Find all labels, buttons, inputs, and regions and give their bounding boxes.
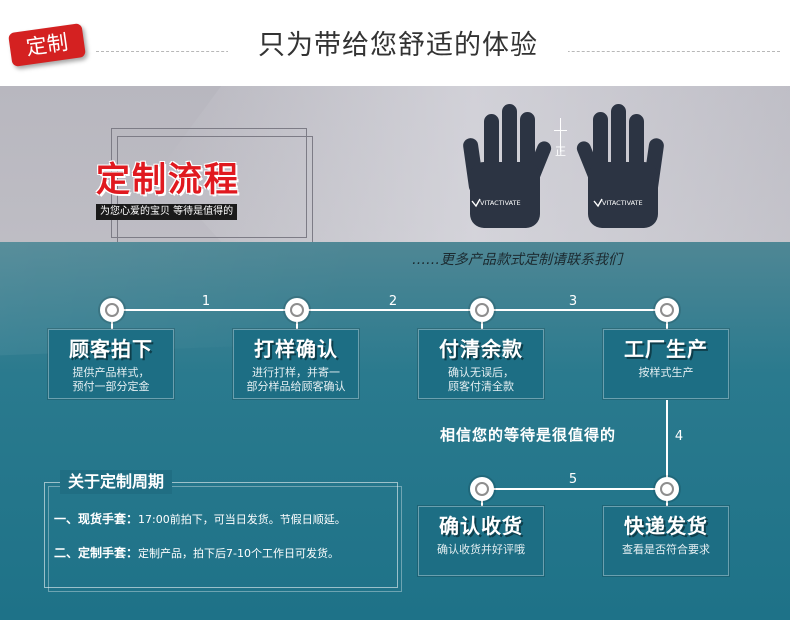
step-description-line: 部分样品给顾客确认 xyxy=(246,380,346,393)
step-title: 付清余款 xyxy=(439,337,523,361)
cycle-item: 二、定制手套：定制产品，拍下后7-10个工作日可发货。 xyxy=(54,544,339,563)
step-number: 4 xyxy=(674,429,684,444)
timeline-node xyxy=(655,298,679,322)
cycle-item-label: 一、现货手套： xyxy=(54,512,139,526)
step-description: 提供产品样式， 预付一部分定金 xyxy=(49,366,173,394)
connector xyxy=(481,322,483,330)
connector xyxy=(666,322,668,330)
timeline-line-bottom xyxy=(482,488,668,490)
cycle-item-label: 二、定制手套： xyxy=(54,546,139,560)
step-description: 确认收货并好评哦 xyxy=(419,543,543,557)
step-description-line: 查看是否符合要求 xyxy=(622,543,710,556)
step-description: 查看是否符合要求 xyxy=(604,543,728,557)
step-title: 工厂生产 xyxy=(624,337,708,361)
timeline-node xyxy=(470,298,494,322)
title-frame xyxy=(111,128,307,238)
step-description-line: 确认无误后， xyxy=(448,366,514,379)
cycle-item-text: 17:00前拍下，可当日发货。节假日顺延。 xyxy=(138,513,346,526)
glove-front-image: VITACTIVATE xyxy=(576,104,664,228)
step-description: 按样式生产 xyxy=(604,366,728,380)
step-number: 3 xyxy=(568,294,578,309)
glove-brand-text: VITACTIVATE xyxy=(480,199,521,207)
step-title: 快递发货 xyxy=(624,514,708,538)
step-title: 顾客拍下 xyxy=(69,337,153,361)
timeline-line-top xyxy=(112,309,668,311)
step-card-sample-confirm: 打样确认 进行打样，并寄一 部分样品给顾客确认 xyxy=(233,329,359,399)
timeline-node xyxy=(100,298,124,322)
banner-subtitle: 为您心爱的宝贝 等待是值得的 xyxy=(96,204,238,220)
connector xyxy=(296,322,298,330)
glove-back-image: VITACTIVATE xyxy=(463,104,552,228)
page-title: 只为带给您舒适的体验 xyxy=(228,26,568,66)
timeline-node xyxy=(285,298,309,322)
step-card-confirm-receipt: 确认收货 确认收货并好评哦 xyxy=(418,506,544,576)
step-title: 确认收货 xyxy=(439,514,523,538)
step-description-line: 确认收货并好评哦 xyxy=(437,543,525,556)
trust-note: 相信您的等待是很值得的 xyxy=(440,426,617,444)
step-description: 确认无误后， 顾客付清全款 xyxy=(419,366,543,394)
cycle-frame-shadow xyxy=(48,486,402,592)
front-side-marker: 正 xyxy=(551,118,571,166)
glove-brand-text: VITACTIVATE xyxy=(602,199,643,207)
connector xyxy=(111,322,113,330)
step-description-line: 顾客付清全款 xyxy=(448,380,514,393)
step-card-express-shipping: 快递发货 查看是否符合要求 xyxy=(603,506,729,576)
timeline-node xyxy=(655,477,679,501)
connector xyxy=(481,500,483,508)
step-description-line: 按样式生产 xyxy=(638,366,694,379)
step-card-factory-production: 工厂生产 按样式生产 xyxy=(603,329,729,399)
step-number: 5 xyxy=(568,472,578,487)
glove-logo-icon xyxy=(471,198,481,208)
page-header: 定制 只为带给您舒适的体验 xyxy=(0,0,790,86)
front-side-label: 正 xyxy=(555,145,566,158)
process-banner: 定制流程 为您心爱的宝贝 等待是值得的 VITACTIVATE VITACTIV… xyxy=(0,86,790,242)
glove-logo-icon xyxy=(593,198,603,208)
step-description-line: 预付一部分定金 xyxy=(72,380,150,393)
step-number: 2 xyxy=(388,294,398,309)
step-title: 打样确认 xyxy=(254,337,338,361)
step-card-final-payment: 付清余款 确认无误后， 顾客付清全款 xyxy=(418,329,544,399)
banner-title: 定制流程 xyxy=(96,160,240,200)
timeline-line-right xyxy=(666,400,668,490)
cycle-title: 关于定制周期 xyxy=(60,470,173,494)
process-panel: ……更多产品款式定制请联系我们 1 2 3 4 5 顾客拍下 提供产品样式， 预… xyxy=(0,242,790,620)
step-description-line: 进行打样，并寄一 xyxy=(252,366,340,379)
cycle-item: 一、现货手套：17:00前拍下，可当日发货。节假日顺延。 xyxy=(54,510,346,529)
custom-tag-label: 定制 xyxy=(24,30,70,60)
timeline-node xyxy=(470,477,494,501)
step-number: 1 xyxy=(201,294,211,309)
contact-note: ……更多产品款式定制请联系我们 xyxy=(412,252,622,268)
step-card-customer-order: 顾客拍下 提供产品样式， 预付一部分定金 xyxy=(48,329,174,399)
cycle-frame xyxy=(44,482,398,588)
title-frame-shadow xyxy=(117,136,313,242)
step-description-line: 提供产品样式， xyxy=(72,366,150,379)
step-description: 进行打样，并寄一 部分样品给顾客确认 xyxy=(234,366,358,394)
cycle-item-text: 定制产品，拍下后7-10个工作日可发货。 xyxy=(138,547,339,560)
connector xyxy=(666,500,668,508)
